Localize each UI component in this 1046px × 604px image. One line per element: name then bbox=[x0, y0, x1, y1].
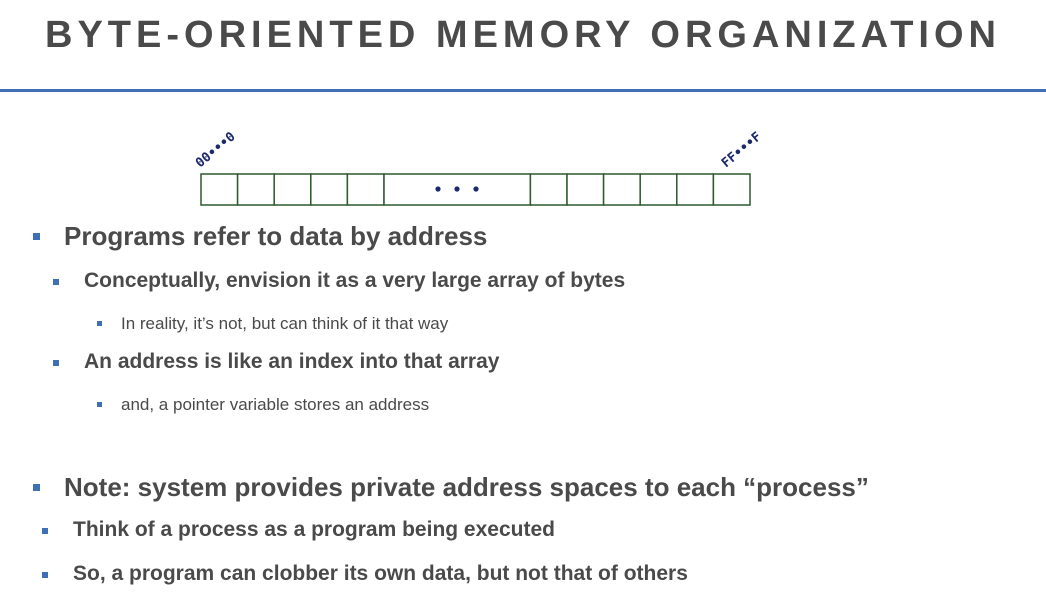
memory-cell bbox=[712, 173, 751, 206]
memory-cell bbox=[346, 173, 385, 206]
end-address-label: FF•••F bbox=[719, 129, 765, 171]
bullet-marker bbox=[97, 321, 102, 326]
memory-cell bbox=[566, 173, 605, 206]
bullet-pointer-variable: and, a pointer variable stores an addres… bbox=[121, 395, 430, 414]
ellipsis-dots bbox=[435, 186, 479, 192]
bullet-address-index: An address is like an index into that ar… bbox=[84, 350, 500, 373]
bullet-marker bbox=[97, 402, 102, 407]
memory-cell bbox=[200, 173, 239, 206]
bullet-marker bbox=[33, 484, 40, 491]
bullet-marker bbox=[42, 528, 48, 534]
bullet-marker bbox=[33, 233, 40, 240]
memory-cell bbox=[639, 173, 678, 206]
bullet-conceptually: Conceptually, envision it as a very larg… bbox=[84, 269, 626, 292]
bullet-marker bbox=[42, 572, 48, 578]
memory-cell bbox=[676, 173, 715, 206]
start-address-label: 00•••0 bbox=[193, 129, 239, 171]
memory-diagram: 00•••0 FF•••F bbox=[193, 129, 765, 206]
slide-title: BYTE-ORIENTED MEMORY ORGANIZATION bbox=[45, 14, 1001, 56]
bullet-process-definition: Think of a process as a program being ex… bbox=[73, 518, 555, 541]
bullet-marker bbox=[53, 360, 59, 366]
memory-cells bbox=[200, 173, 751, 206]
memory-cell bbox=[529, 173, 568, 206]
bullet-note-address-spaces: Note: system provides private address sp… bbox=[64, 472, 869, 502]
bullet-programs: Programs refer to data by address bbox=[64, 221, 488, 251]
bullet-in-reality: In reality, it’s not, but can think of i… bbox=[121, 314, 449, 333]
memory-cell bbox=[273, 173, 312, 206]
bullet-clobber: So, a program can clobber its own data, … bbox=[73, 562, 688, 585]
bullet-marker bbox=[53, 279, 59, 285]
memory-cell bbox=[236, 173, 275, 206]
title-divider bbox=[0, 89, 1046, 92]
memory-cell bbox=[310, 173, 349, 206]
memory-cell bbox=[602, 173, 641, 206]
